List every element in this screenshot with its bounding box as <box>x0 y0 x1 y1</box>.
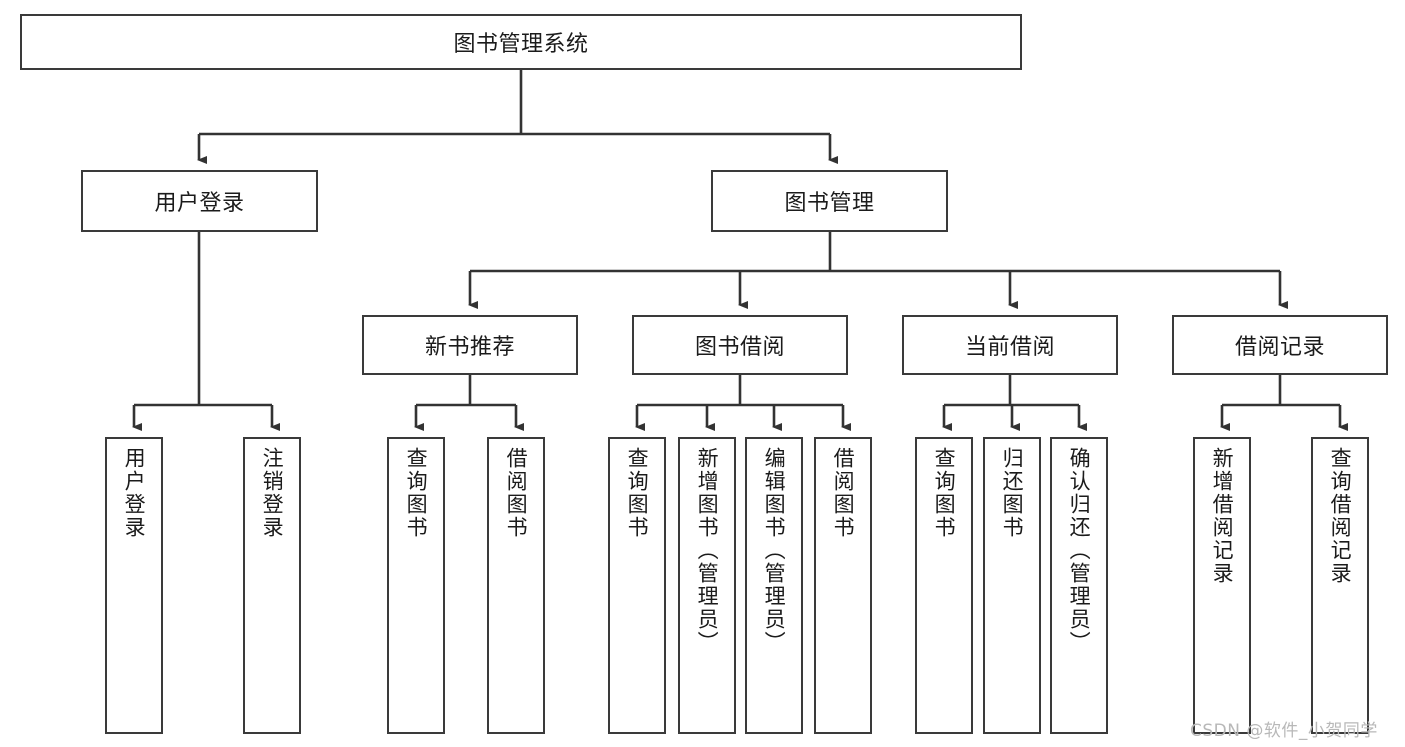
node-leaf-current-confirm[interactable]: 确认归还（管理员） <box>1050 437 1108 734</box>
node-leaf-user-logout-label: 注销登录 <box>260 447 285 539</box>
node-leaf-rec-borrow-label: 借阅图书 <box>504 447 529 539</box>
node-leaf-rec-borrow[interactable]: 借阅图书 <box>487 437 545 734</box>
node-leaf-record-add[interactable]: 新增借阅记录 <box>1193 437 1251 734</box>
node-book-borrow[interactable]: 图书借阅 <box>632 315 848 375</box>
node-leaf-borrow-edit-label: 编辑图书（管理员） <box>762 447 787 654</box>
node-new-book-rec[interactable]: 新书推荐 <box>362 315 578 375</box>
node-leaf-borrow-query-label: 查询图书 <box>625 447 650 539</box>
node-new-book-rec-label: 新书推荐 <box>424 335 515 360</box>
node-leaf-borrow-lend-label: 借阅图书 <box>831 447 856 539</box>
node-leaf-borrow-query[interactable]: 查询图书 <box>608 437 666 734</box>
node-book-manage[interactable]: 图书管理 <box>711 170 948 232</box>
node-leaf-record-query-label: 查询借阅记录 <box>1328 447 1353 585</box>
node-leaf-current-query-label: 查询图书 <box>932 447 957 539</box>
node-leaf-borrow-add-label: 新增图书（管理员） <box>695 447 720 654</box>
node-book-borrow-label: 图书借阅 <box>694 335 785 360</box>
node-current-borrow-label: 当前借阅 <box>964 335 1055 360</box>
node-leaf-borrow-edit[interactable]: 编辑图书（管理员） <box>745 437 803 734</box>
node-user-login-label: 用户登录 <box>154 191 245 216</box>
node-borrow-record[interactable]: 借阅记录 <box>1172 315 1388 375</box>
node-leaf-rec-query-label: 查询图书 <box>404 447 429 539</box>
node-leaf-current-return[interactable]: 归还图书 <box>983 437 1041 734</box>
node-leaf-record-query[interactable]: 查询借阅记录 <box>1311 437 1369 734</box>
node-leaf-borrow-lend[interactable]: 借阅图书 <box>814 437 872 734</box>
node-borrow-record-label: 借阅记录 <box>1234 335 1325 360</box>
node-leaf-user-login-label: 用户登录 <box>122 447 147 539</box>
node-leaf-current-confirm-label: 确认归还（管理员） <box>1067 447 1092 654</box>
watermark-text: CSDN @软件_小贺同学 <box>1190 721 1378 741</box>
node-leaf-user-logout[interactable]: 注销登录 <box>243 437 301 734</box>
node-leaf-user-login[interactable]: 用户登录 <box>105 437 163 734</box>
node-root-label: 图书管理系统 <box>453 32 589 57</box>
node-leaf-current-query[interactable]: 查询图书 <box>915 437 973 734</box>
node-book-manage-label: 图书管理 <box>784 191 875 216</box>
node-leaf-borrow-add[interactable]: 新增图书（管理员） <box>678 437 736 734</box>
node-current-borrow[interactable]: 当前借阅 <box>902 315 1118 375</box>
node-leaf-rec-query[interactable]: 查询图书 <box>387 437 445 734</box>
node-user-login[interactable]: 用户登录 <box>81 170 318 232</box>
node-leaf-record-add-label: 新增借阅记录 <box>1210 447 1235 585</box>
node-leaf-current-return-label: 归还图书 <box>1000 447 1025 539</box>
node-root[interactable]: 图书管理系统 <box>20 14 1022 70</box>
